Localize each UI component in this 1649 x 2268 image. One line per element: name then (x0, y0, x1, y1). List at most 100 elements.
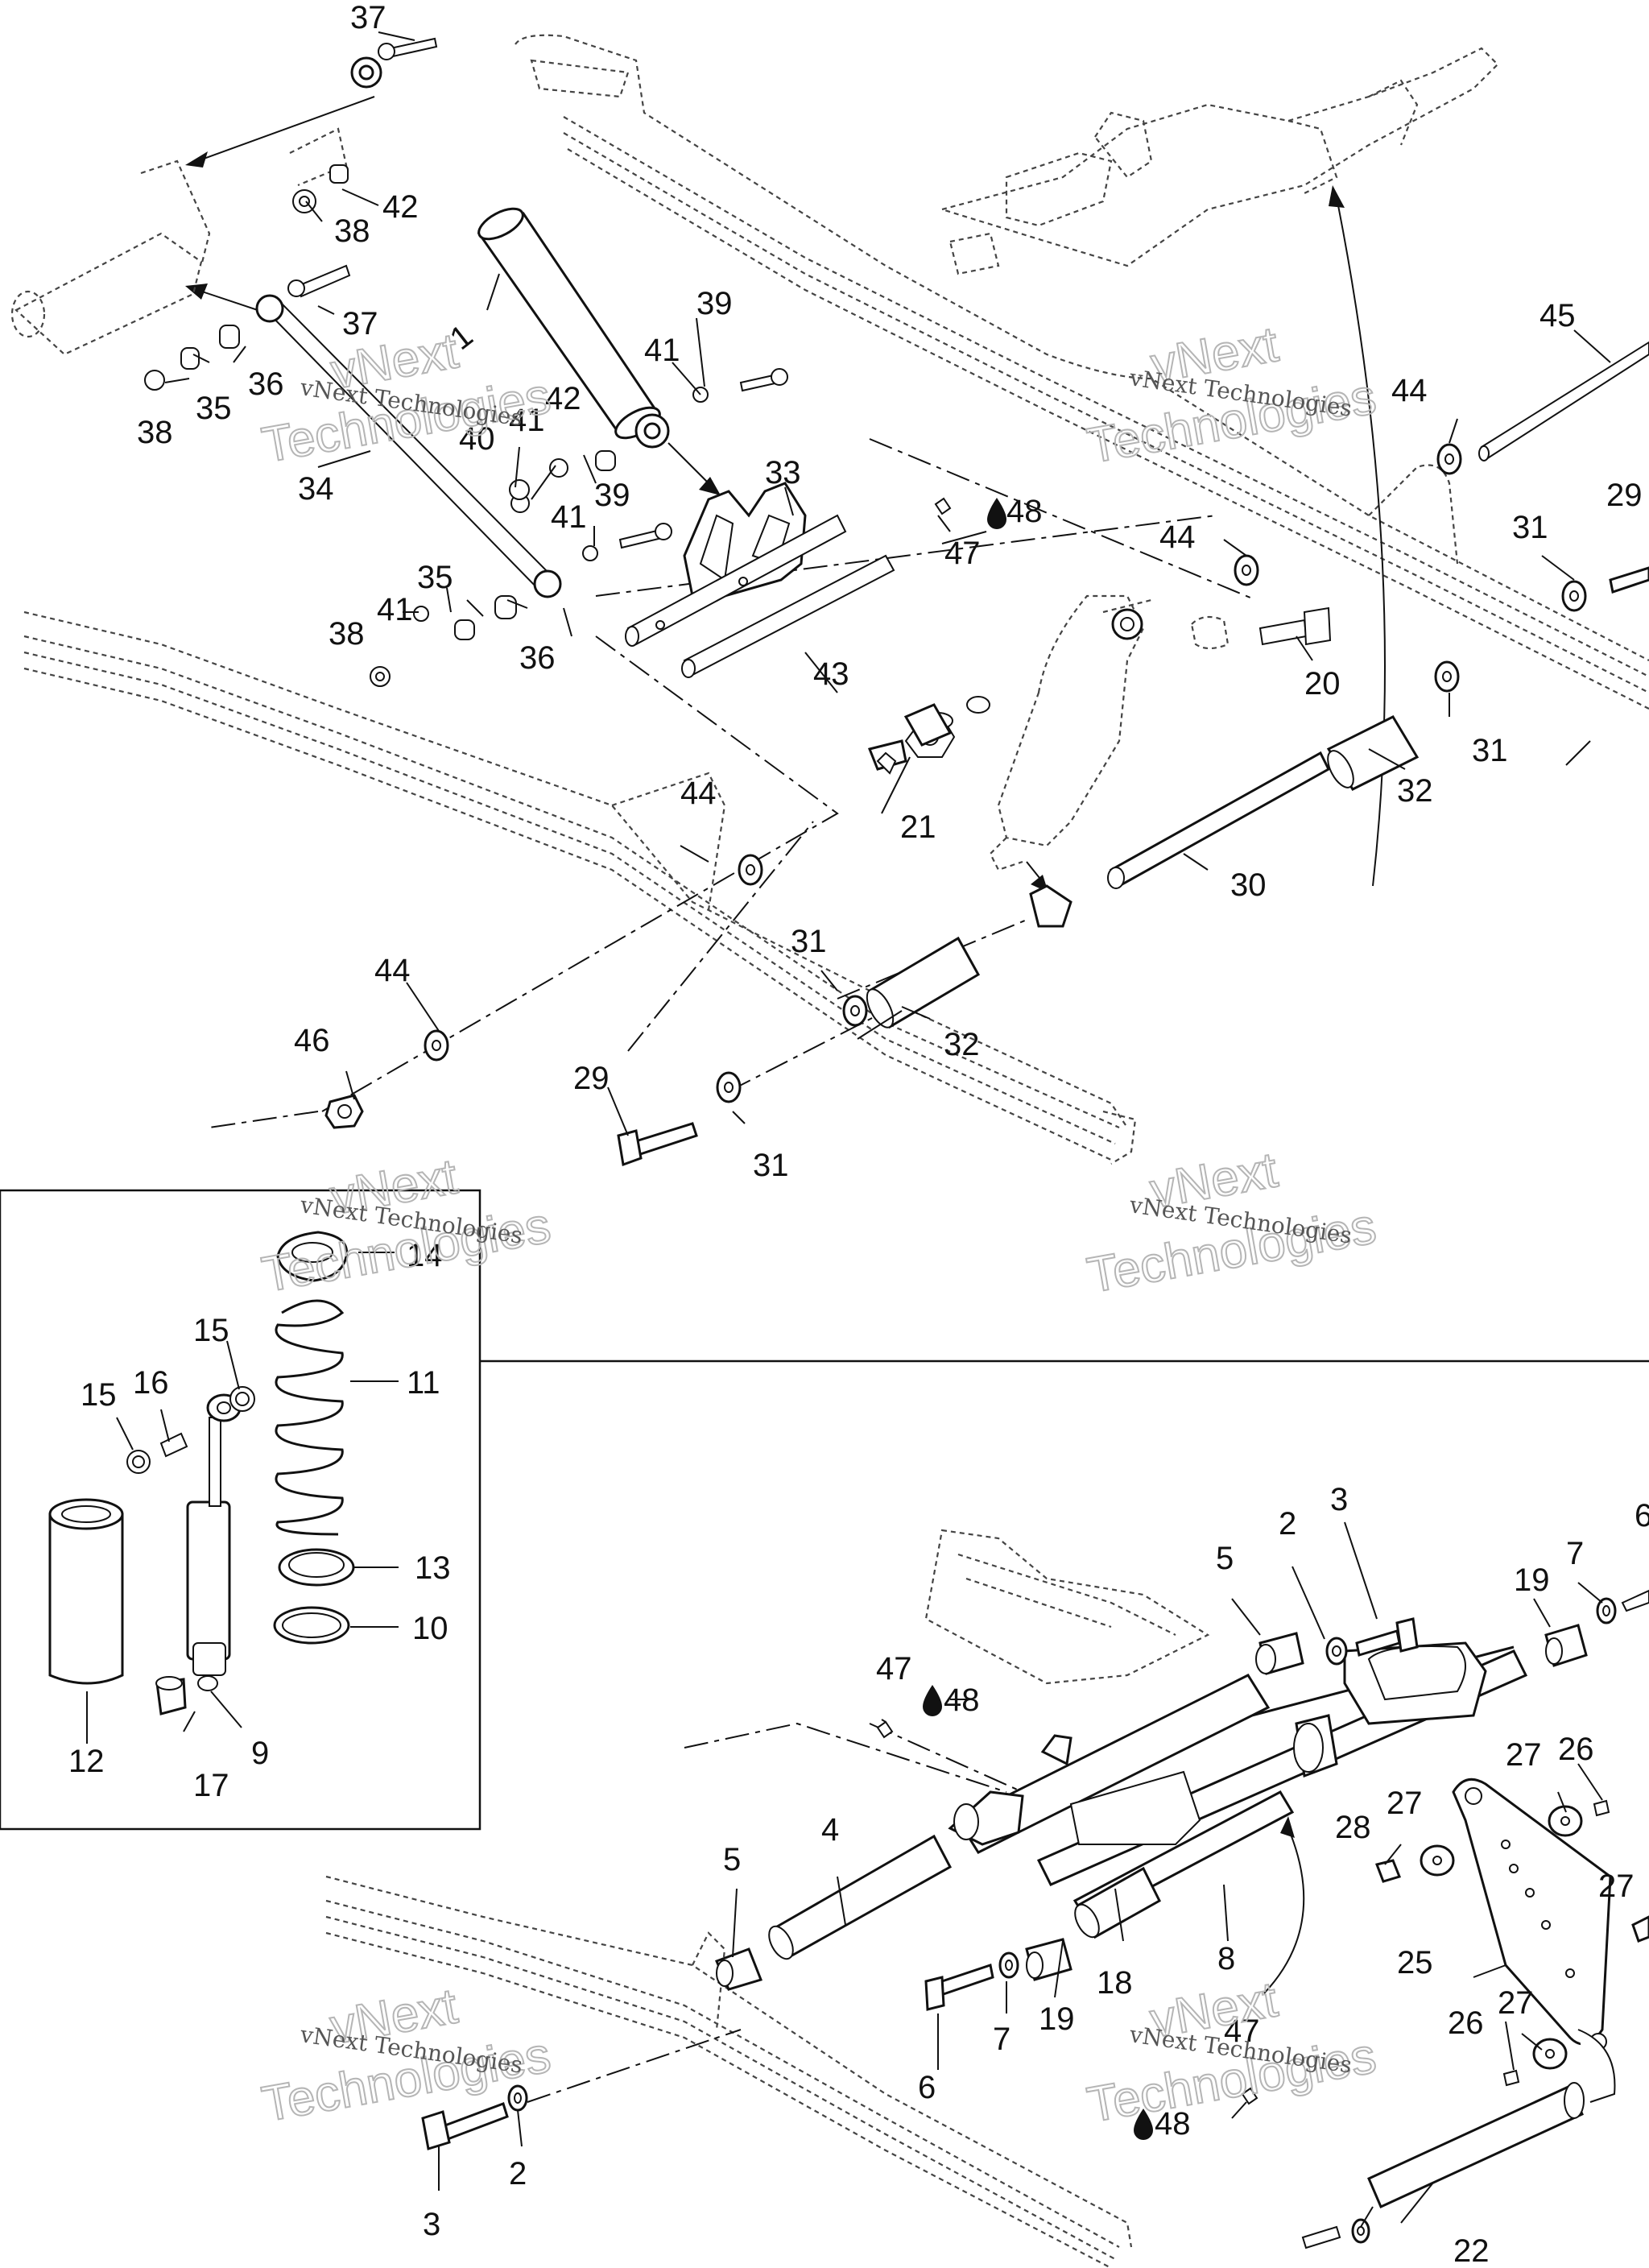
callout-44-left: 44 (374, 953, 411, 988)
link-rod (255, 294, 562, 598)
callout-5-top: 5 (1216, 1541, 1234, 1576)
callout-3-bottom: 3 (423, 2207, 440, 2242)
callout-13: 13 (415, 1550, 451, 1586)
callout-2-top: 2 (1279, 1506, 1296, 1542)
callout-27-c: 27 (1598, 1869, 1635, 1904)
callout-7-bottom: 7 (993, 2022, 1010, 2057)
callout-19-top: 19 (1514, 1562, 1550, 1598)
upper-right-rail-outline (515, 34, 1649, 710)
callout-38-top: 38 (334, 213, 370, 249)
callout-31-bottom: 31 (753, 1148, 789, 1183)
callout-17: 17 (193, 1768, 229, 1803)
callout-47-top: 47 (944, 536, 981, 571)
callout-leader-lines (86, 31, 1611, 2228)
callout-6-top: 6 (1635, 1498, 1649, 1533)
callout-29-upper-right: 29 (1606, 478, 1643, 513)
upper-right-frame-outline (939, 47, 1499, 275)
callout-40: 40 (459, 421, 495, 457)
droplet-icon-bottom (1134, 2109, 1153, 2140)
washers (424, 443, 1649, 1103)
callout-37-mid: 37 (342, 306, 378, 341)
rear-axle-shafts (866, 341, 1649, 1029)
callout-18: 18 (1097, 1965, 1133, 2001)
callout-31-upper-right: 31 (1512, 510, 1548, 545)
callout-8: 8 (1217, 1941, 1235, 1976)
callout-25: 25 (1397, 1945, 1433, 1980)
callout-41-top: 41 (644, 333, 680, 368)
assembly-arrows (185, 96, 1386, 1994)
callout-41-left: 41 (377, 592, 413, 627)
callout-38-mid: 38 (329, 616, 365, 652)
callout-47-bottom: 47 (1224, 2013, 1260, 2049)
callout-32-mid: 32 (944, 1027, 980, 1062)
callout-15-right: 15 (193, 1313, 229, 1348)
callout-5-bottom: 5 (723, 1842, 741, 1877)
callout-35-mid: 35 (417, 560, 453, 595)
callout-47-mid: 47 (876, 1651, 912, 1687)
callout-45: 45 (1539, 298, 1576, 333)
callout-2-bottom: 2 (509, 2156, 527, 2191)
callout-43: 43 (813, 656, 849, 692)
callout-30: 30 (1230, 867, 1267, 903)
callout-39-mid: 39 (594, 478, 630, 513)
callout-27-a: 27 (1506, 1737, 1542, 1773)
callout-48-mid: 48 (944, 1682, 980, 1718)
callout-46: 46 (294, 1023, 330, 1058)
callout-12: 12 (68, 1744, 105, 1779)
callout-27-b: 27 (1387, 1786, 1423, 1821)
lower-hardware (421, 497, 1649, 2150)
callout-22: 22 (1453, 2233, 1490, 2268)
link-plate-assembly (1367, 1778, 1616, 2209)
callout-6-bottom: 6 (918, 2070, 936, 2105)
callout-38-left: 38 (137, 415, 173, 450)
shock-bolt-hardware (867, 606, 1332, 775)
callout-41-mid: 41 (509, 403, 545, 438)
callout-36-mid: 36 (519, 640, 556, 676)
callout-15-left: 15 (81, 1377, 117, 1413)
callout-34: 34 (298, 471, 334, 507)
callout-20: 20 (1304, 666, 1341, 702)
callout-14: 14 (407, 1238, 443, 1273)
shock-components-inset-frame (0, 1189, 481, 1831)
upper-shock-absorber (350, 56, 670, 449)
callout-48-top: 48 (1006, 494, 1043, 529)
lower-frame-outline (924, 1529, 1210, 1685)
callout-36-top: 36 (248, 366, 284, 402)
callout-28: 28 (1335, 1810, 1371, 1845)
upper-left-rail-outline (23, 610, 1137, 1165)
callout-26-b: 26 (1448, 2005, 1484, 2041)
callout-16: 16 (133, 1365, 169, 1401)
callout-39-top: 39 (696, 286, 733, 321)
callout-26-a: 26 (1558, 1732, 1594, 1767)
callout-29-bottom: 29 (573, 1061, 610, 1096)
callout-11: 11 (407, 1365, 440, 1401)
callout-44-mid: 44 (680, 776, 717, 811)
callout-3-top: 3 (1330, 1482, 1348, 1517)
lower-left-rail-outline (325, 1875, 1133, 2268)
shock-mount-bracket (625, 482, 895, 678)
droplet-icon-top (987, 498, 1006, 529)
callout-41-low: 41 (551, 499, 587, 535)
callout-48-bottom: 48 (1155, 2106, 1191, 2142)
small-hardware (144, 37, 788, 687)
callout-31-right: 31 (1472, 733, 1508, 768)
callout-32-right: 32 (1397, 773, 1433, 809)
callout-42-top: 42 (382, 189, 419, 225)
callout-31-mid: 31 (791, 924, 827, 959)
shock-components (48, 1231, 355, 1715)
rear-arm-assembly (948, 1641, 1528, 1939)
callout-37-top: 37 (350, 0, 386, 35)
rear-shock-outline (989, 594, 1152, 871)
rail-bolts (324, 1094, 698, 1167)
callout-19-bottom: 19 (1039, 2001, 1075, 2037)
callout-44-top-right: 44 (1159, 519, 1196, 555)
callout-9: 9 (251, 1736, 269, 1771)
callout-21: 21 (900, 809, 936, 845)
callout-10: 10 (412, 1611, 448, 1646)
callout-35-top: 35 (196, 391, 232, 426)
front-arm-bracket (10, 127, 348, 356)
callout-7-top: 7 (1566, 1536, 1584, 1571)
callout-42-mid: 42 (545, 381, 581, 416)
droplet-icon-mid (923, 1685, 942, 1716)
